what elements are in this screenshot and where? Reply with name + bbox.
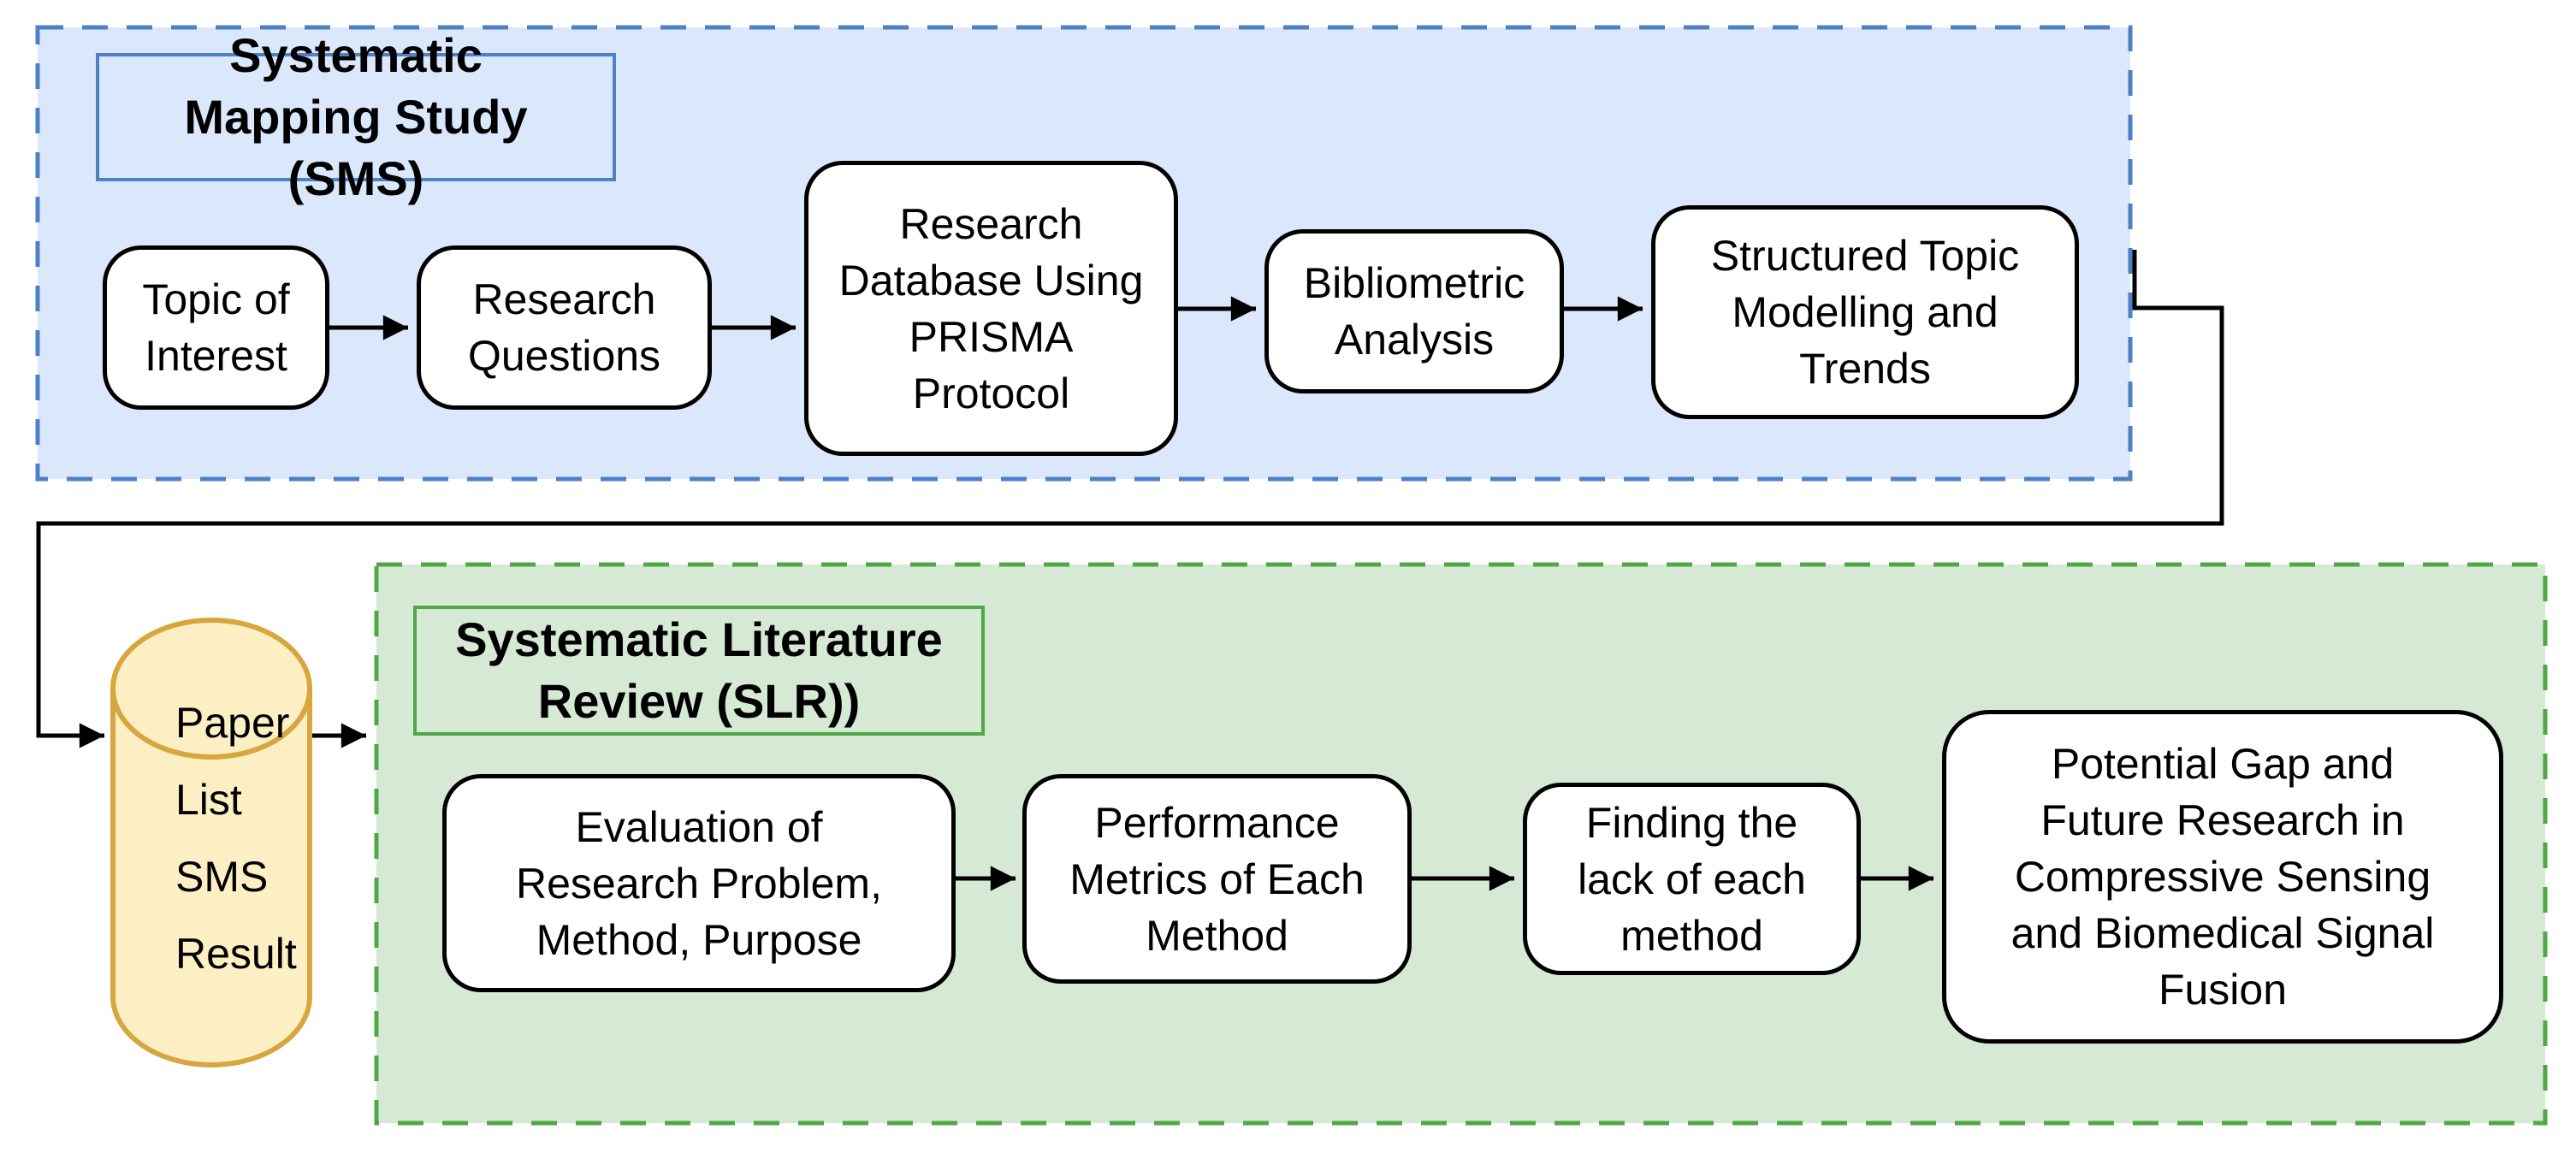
- connector-structured-to-datastore: [36, 250, 2224, 748]
- node-label: Research Database Using PRISMA Protocol: [838, 199, 1144, 417]
- node-finding-lack: Finding the lack of each method: [1523, 783, 1861, 975]
- slr-group-title: Systematic Literature Review (SLR)): [455, 612, 943, 728]
- node-label: Evaluation of Research Problem, Method, …: [516, 802, 882, 964]
- node-label: Finding the lack of each method: [1578, 798, 1806, 960]
- node-label: Performance Metrics of Each Method: [1069, 798, 1365, 960]
- node-structured-topic-modelling: Structured Topic Modelling and Trends: [1651, 205, 2079, 419]
- node-label: Topic of Interest: [142, 275, 290, 380]
- database-cylinder-shape: [110, 618, 312, 1067]
- slr-group-title-box: Systematic Literature Review (SLR)): [413, 606, 985, 736]
- node-label: Structured Topic Modelling and Trends: [1710, 232, 2020, 393]
- datastore-label: Paper List SMS Result: [175, 699, 297, 978]
- node-potential-gap-future-research: Potential Gap and Future Research in Com…: [1942, 710, 2503, 1044]
- node-bibliometric-analysis: Bibliometric Analysis: [1264, 229, 1564, 393]
- node-research-questions: Research Questions: [417, 245, 712, 410]
- node-label: Bibliometric Analysis: [1303, 259, 1525, 364]
- node-evaluation-research-problem: Evaluation of Research Problem, Method, …: [442, 774, 956, 992]
- node-label: Research Questions: [467, 275, 661, 380]
- node-research-database-prisma: Research Database Using PRISMA Protocol: [804, 161, 1178, 456]
- sms-group-title-box: Systematic Mapping Study (SMS): [96, 28, 616, 205]
- node-topic-of-interest: Topic of Interest: [103, 245, 329, 410]
- node-label: Potential Gap and Future Research in Com…: [2010, 740, 2435, 1014]
- sms-group-title: Systematic Mapping Study (SMS): [184, 28, 528, 205]
- node-performance-metrics: Performance Metrics of Each Method: [1022, 774, 1412, 984]
